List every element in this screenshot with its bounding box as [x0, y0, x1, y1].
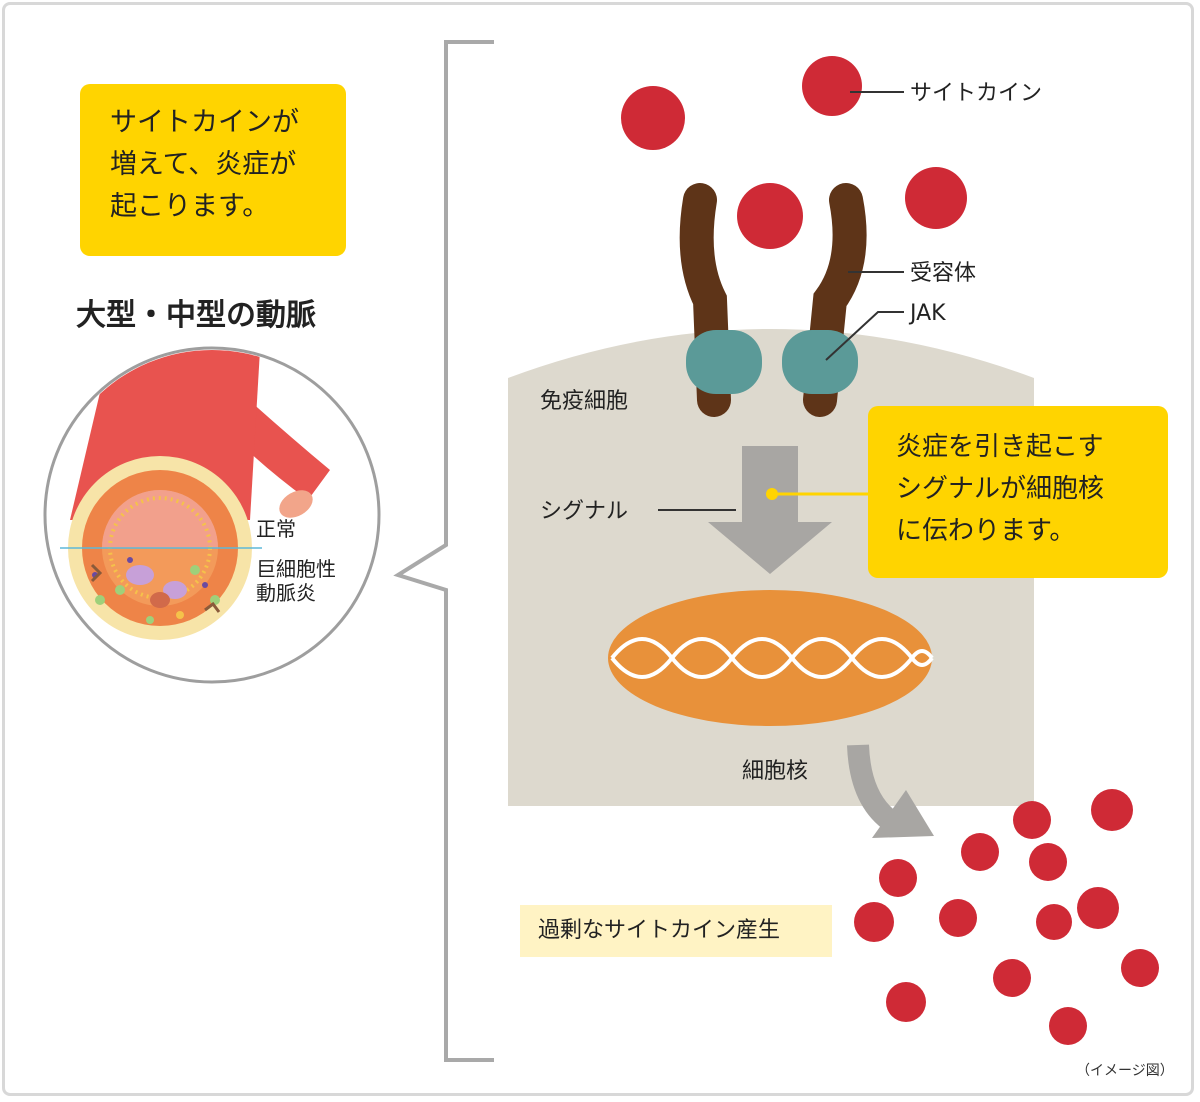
jak-leader: [825, 311, 904, 361]
callout-left-line2: 増えて、炎症が: [110, 149, 297, 180]
dna-helix-icon: [610, 637, 934, 679]
outflow-arrowhead: [872, 790, 934, 838]
artery-heading: 大型・中型の動脈: [76, 298, 316, 333]
cytokine: [621, 86, 685, 150]
immune-cell-label: 免疫細胞: [540, 389, 628, 414]
disease-label-line2: 動脈炎: [256, 581, 316, 605]
bracket: [393, 40, 494, 1062]
callout-left-line3: 起こります。: [110, 191, 270, 222]
signal-arrow: [708, 446, 832, 574]
artery-illustration: 正常 巨細胞性 動脈炎: [43, 346, 381, 684]
jak-left: [686, 330, 762, 394]
cytokine: [737, 183, 803, 249]
receptor-right: [803, 183, 867, 417]
callout-left-line1: サイトカインが: [110, 107, 299, 138]
jak-right: [782, 330, 858, 394]
signal-callout: 炎症を引き起こす シグナルが細胞核 に伝わります。: [868, 406, 1168, 578]
image-note: （イメージ図）: [1076, 1063, 1174, 1079]
disease-label-line1: 巨細胞性: [256, 557, 336, 581]
excess-cytokines: [854, 789, 1159, 1045]
callout-signal-line2: シグナルが細胞核: [896, 474, 1105, 504]
normal-label: 正常: [256, 517, 296, 541]
cytokine-label: サイトカイン: [910, 81, 1042, 106]
cytokine: [905, 167, 967, 229]
receptor-label: 受容体: [910, 261, 976, 286]
callout-anchor-dot: [766, 488, 778, 500]
callout-signal-line3: に伝わります。: [896, 516, 1076, 546]
callout-signal-line1: 炎症を引き起こす: [896, 432, 1104, 462]
jak-label: JAK: [908, 301, 946, 326]
excess-cytokine-label: 過剰なサイトカイン産生: [520, 905, 832, 957]
outflow-arrow: [847, 744, 899, 832]
nucleus: [608, 590, 932, 726]
receptor-left: [679, 183, 731, 417]
cytokine: [802, 56, 862, 116]
branch-opening: [279, 490, 313, 518]
signal-label: シグナル: [540, 499, 628, 524]
cytokine-increase-callout: サイトカインが 増えて、炎症が 起こります。: [80, 84, 346, 256]
nucleus-label: 細胞核: [742, 759, 808, 784]
magnifier-circle: [43, 346, 381, 684]
